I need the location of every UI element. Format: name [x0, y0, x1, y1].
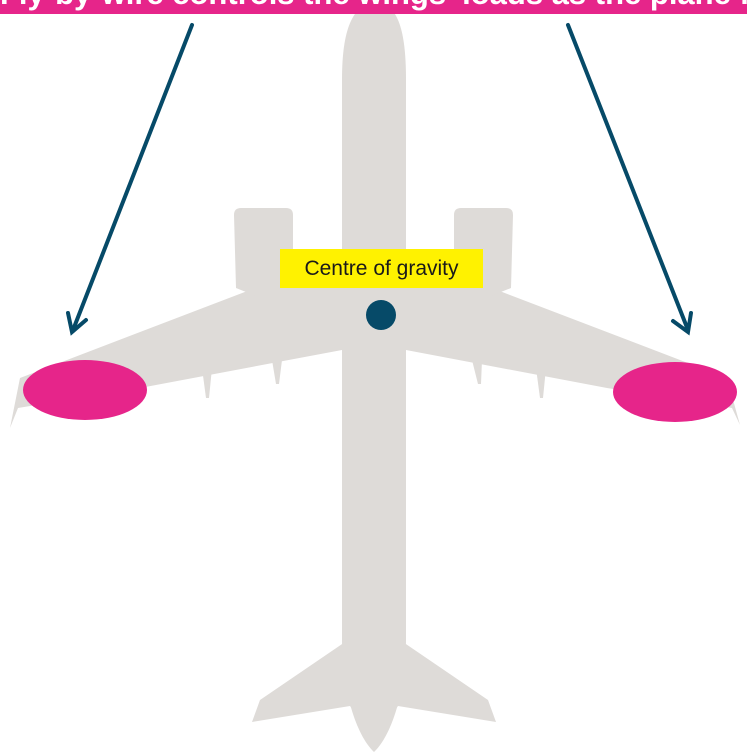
left-wing-load-marker [23, 360, 147, 420]
centre-of-gravity-dot [366, 300, 396, 330]
right-load-arrow [568, 25, 691, 332]
top-banner: Fly-by-wire controls the wings' loads as… [0, 0, 747, 14]
right-wing-load-marker [613, 362, 737, 422]
flap-fairing [472, 360, 482, 384]
banner-text: Fly-by-wire controls the wings' loads as… [0, 0, 747, 12]
flap-fairing [272, 360, 282, 384]
flap-fairing [536, 368, 546, 398]
centre-of-gravity-label: Centre of gravity [280, 249, 483, 288]
left-load-arrow [68, 25, 192, 332]
flap-fairing [202, 368, 212, 398]
fuselage [342, 0, 406, 752]
tailplane [252, 640, 496, 740]
